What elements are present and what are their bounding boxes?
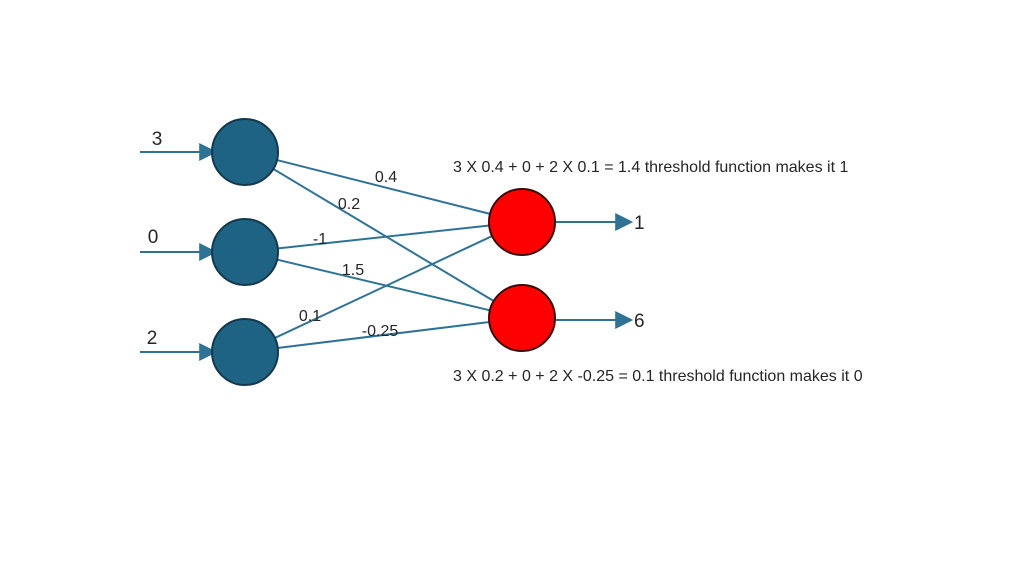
output-node-2 bbox=[488, 284, 556, 352]
connection-i1-o1 bbox=[244, 151, 523, 223]
input-value-label-1: 3 bbox=[152, 129, 163, 150]
input-value-label-3: 2 bbox=[147, 328, 158, 349]
weight-label-i2-o1: -1 bbox=[313, 231, 327, 248]
input-node-2 bbox=[211, 218, 279, 286]
connection-i2-o1 bbox=[244, 221, 523, 253]
weight-label-i3-o1: 0.1 bbox=[299, 308, 321, 325]
weight-label-i1-o1: 0.4 bbox=[375, 169, 397, 186]
output-value-label-1: 1 bbox=[634, 213, 645, 234]
connection-lines bbox=[140, 143, 634, 361]
input-node-3 bbox=[211, 318, 279, 386]
annotation-bottom: 3 X 0.2 + 0 + 2 X -0.25 = 0.1 threshold … bbox=[453, 368, 863, 385]
connection-i2-o2 bbox=[244, 251, 523, 319]
weight-label-i2-o2: 1.5 bbox=[342, 262, 364, 279]
output-node-1 bbox=[488, 188, 556, 256]
labels: 3 0 2 0.4 0.2 -1 1.5 0.1 -0.25 1 6 3 X 0… bbox=[147, 129, 863, 385]
output-value-label-2: 6 bbox=[634, 311, 645, 332]
weight-label-i1-o2: 0.2 bbox=[338, 196, 360, 213]
connection-i3-o2 bbox=[244, 317, 523, 353]
connection-i1-o2 bbox=[244, 151, 523, 319]
input-value-label-2: 0 bbox=[148, 227, 159, 248]
input-node-1 bbox=[211, 118, 279, 186]
output-layer bbox=[488, 188, 556, 352]
weight-label-i3-o2: -0.25 bbox=[362, 323, 399, 340]
input-layer bbox=[211, 118, 279, 386]
connection-i3-o1 bbox=[244, 221, 523, 353]
annotation-top: 3 X 0.4 + 0 + 2 X 0.1 = 1.4 threshold fu… bbox=[453, 159, 848, 176]
